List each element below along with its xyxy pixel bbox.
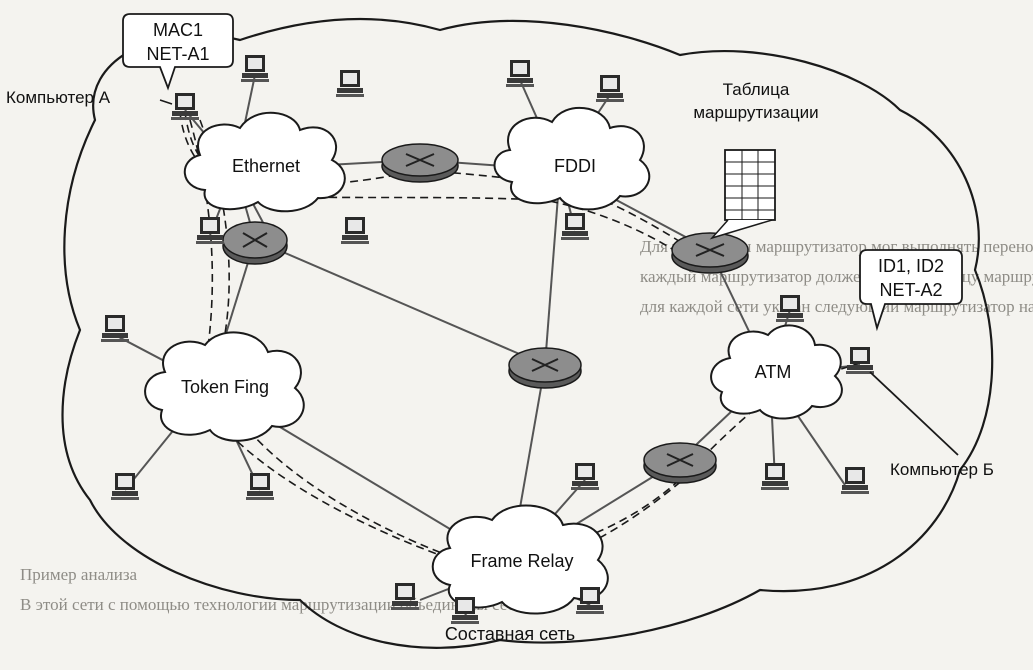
computer-icon (571, 463, 599, 490)
computer-icon (596, 75, 624, 102)
fddi-label: FDDI (554, 156, 596, 176)
background-text-line: для каждой сети указан следующий маршрут… (640, 297, 1033, 316)
fddi-cloud (493, 106, 651, 211)
computer-b-net-label: NET-A2 (879, 280, 942, 300)
atm-cloud (710, 324, 843, 420)
composite-network-label: Составная сеть (445, 624, 575, 644)
token-ring-cloud (144, 331, 305, 442)
computer-icon (391, 583, 419, 610)
computer-icon (841, 467, 869, 494)
router-icon (508, 347, 582, 389)
router-icon (222, 221, 288, 265)
computer-a-net-label: NET-A1 (146, 44, 209, 64)
computer-a-callout: MAC1 NET-A1 (122, 13, 234, 91)
computer-b-label: Компьютер Б (890, 460, 994, 479)
computer-icon (101, 315, 129, 342)
computer-b-icon (846, 347, 874, 374)
computer-icon (451, 597, 479, 624)
composite-network-boundary (61, 18, 994, 649)
computer-icon (246, 473, 274, 500)
atm-label: ATM (755, 362, 792, 382)
routing-table-label-line1: Таблица (723, 80, 790, 99)
frame-relay-label: Frame Relay (470, 551, 573, 571)
computer-b-id-label: ID1, ID2 (878, 256, 944, 276)
router-icon (381, 143, 459, 183)
routing-table-label-line2: маршрутизации (693, 103, 818, 122)
computer-icon (241, 55, 269, 82)
computer-icon (341, 217, 369, 244)
ethernet-label: Ethernet (232, 156, 300, 176)
router-group (222, 143, 749, 484)
computer-icon (506, 60, 534, 87)
router-icon (643, 442, 717, 484)
computer-icon (776, 295, 804, 322)
frame-relay-cloud (431, 504, 609, 615)
computer-icon (111, 473, 139, 500)
computer-b-callout: ID1, ID2 NET-A2 (859, 249, 963, 332)
computer-a-mac-label: MAC1 (153, 20, 203, 40)
computer-a-label: Компьютер А (6, 88, 111, 107)
background-text-line: Пример анализа (20, 565, 138, 584)
computer-icon (561, 213, 589, 240)
computer-icon (576, 587, 604, 614)
computer-icon (196, 217, 224, 244)
router-icon (671, 232, 749, 274)
routing-table-icon (709, 149, 776, 240)
computer-icon (761, 463, 789, 490)
computer-a-icon (171, 93, 199, 120)
computer-icon (336, 70, 364, 97)
ethernet-cloud (183, 111, 346, 213)
token-ring-label: Token Fing (181, 377, 269, 397)
